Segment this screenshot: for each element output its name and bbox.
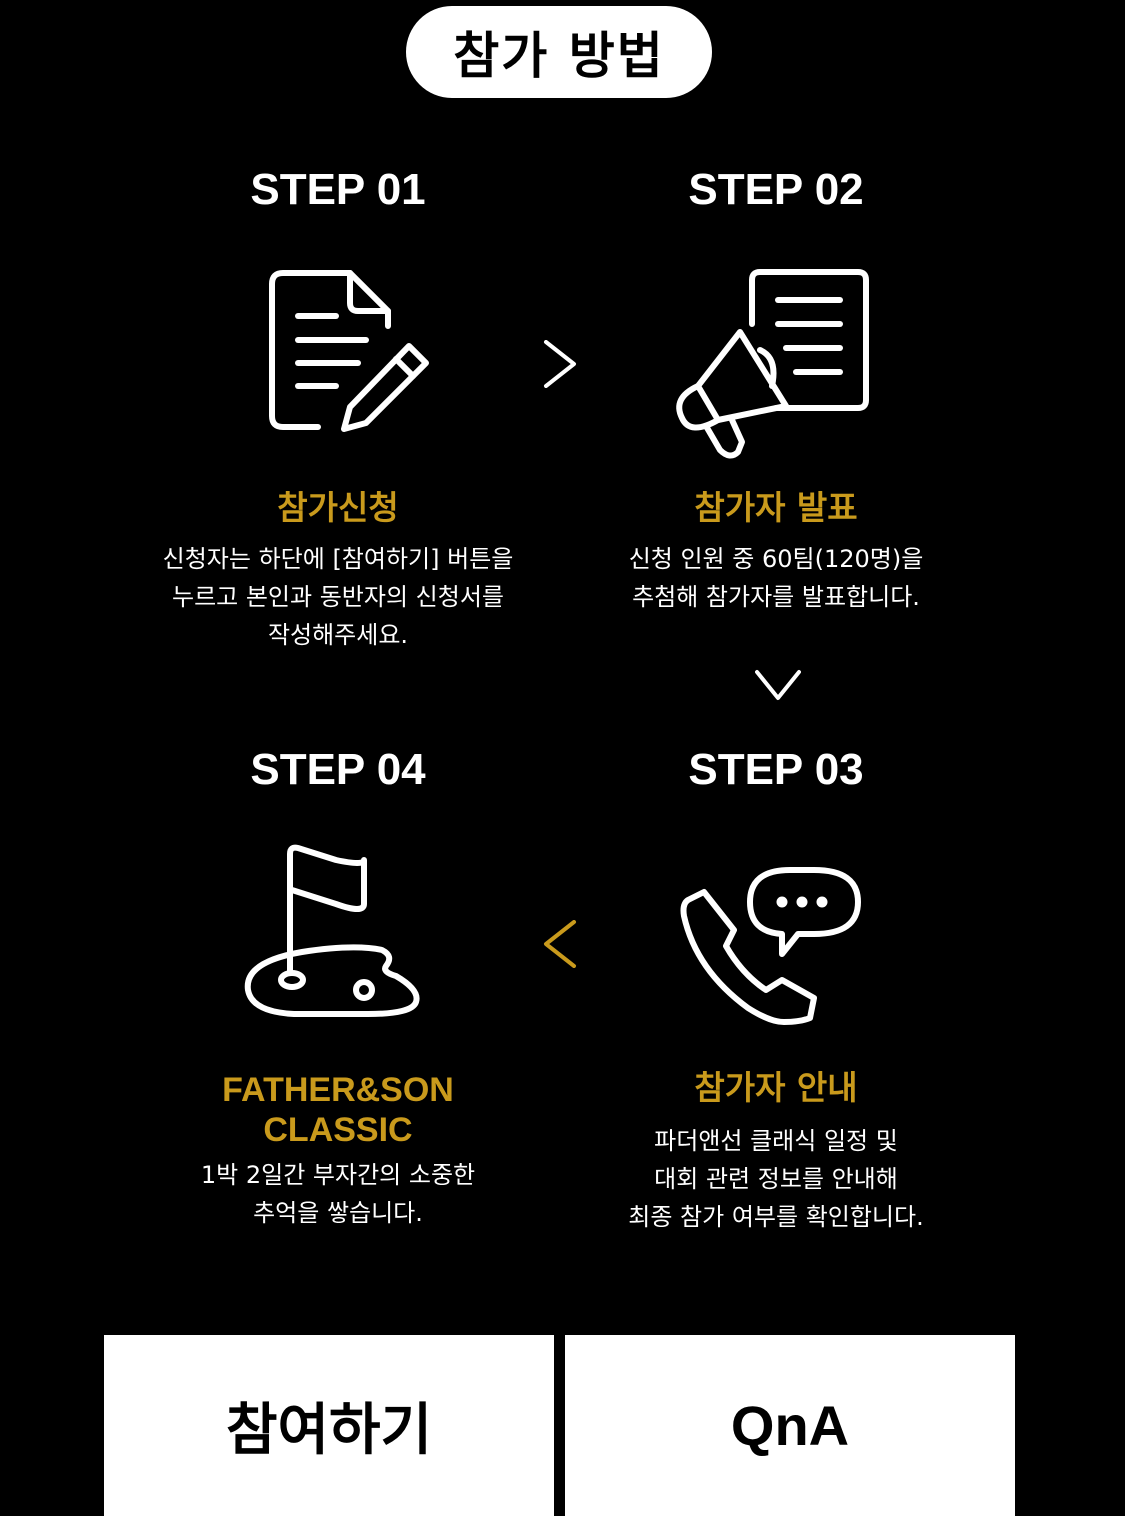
step-02-title: 참가자 발표: [694, 488, 858, 527]
step-03-label: STEP 03: [688, 745, 864, 794]
step-01-label: STEP 01: [250, 165, 426, 214]
step-02-label: STEP 02: [688, 165, 864, 214]
join-button[interactable]: 참여하기: [104, 1335, 554, 1516]
arrow-down-icon: [755, 668, 801, 706]
step-02-desc: 신청 인원 중 60팀(120명)을 추첨해 참가자를 발표합니다.: [628, 545, 924, 611]
qna-button[interactable]: QnA: [565, 1335, 1015, 1516]
document-edit-icon: [266, 268, 436, 433]
step-01-title: 참가신청: [277, 488, 399, 527]
section-title: 참가 방법: [406, 6, 712, 98]
step-04-title: FATHER&SON CLASSIC: [222, 1071, 454, 1149]
arrow-left-icon: [542, 920, 578, 972]
step-03-desc: 파더앤선 클래식 일정 및 대회 관련 정보를 안내해 최종 참가 여부를 확인…: [628, 1127, 924, 1231]
step-04-label: STEP 04: [250, 745, 426, 794]
step-04-desc: 1박 2일간 부자간의 소중한 추억을 쌓습니다.: [200, 1161, 476, 1227]
megaphone-document-icon: [668, 268, 869, 463]
phone-chat-icon: [678, 862, 868, 1027]
golf-flag-icon: [240, 842, 425, 1020]
arrow-right-icon: [542, 340, 578, 392]
step-03-title: 참가자 안내: [694, 1068, 858, 1107]
step-01-desc: 신청자는 하단에 [참여하기] 버튼을 누르고 본인과 동반자의 신청서를 작성…: [162, 545, 514, 649]
